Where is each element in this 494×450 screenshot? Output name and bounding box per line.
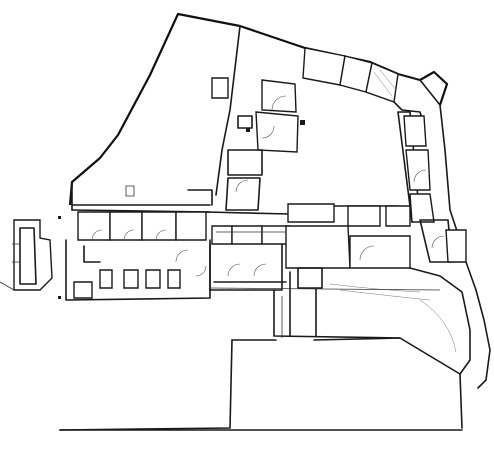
west-tower xyxy=(0,216,61,299)
west-wing-upper xyxy=(71,185,213,241)
courtyard-south xyxy=(285,203,411,337)
east-wing xyxy=(397,111,467,263)
southeast-curve xyxy=(329,261,491,389)
central-core xyxy=(211,77,305,211)
middle-wing xyxy=(205,211,291,291)
north-bastion xyxy=(302,47,461,241)
south-boundary xyxy=(59,287,463,431)
west-wing-lower xyxy=(65,239,211,301)
